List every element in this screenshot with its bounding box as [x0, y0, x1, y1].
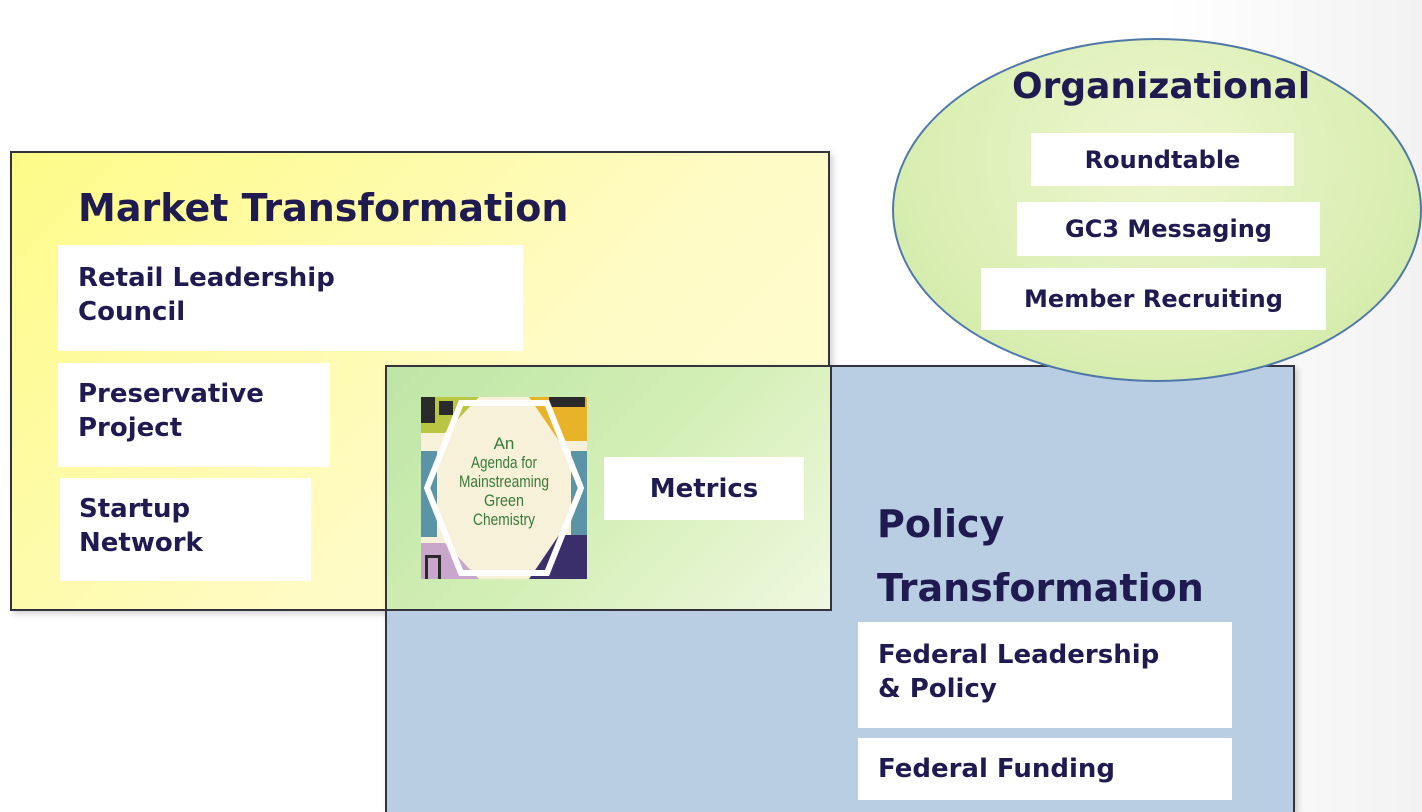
roundtable-label: Roundtable [1084, 145, 1241, 174]
member-recruiting-box: Member Recruiting [981, 268, 1326, 330]
federal-leadership-line-1: Federal Leadership [878, 640, 1160, 670]
retail-leadership-council-line-1: Retail Leadership [78, 263, 335, 293]
cover-title-line-4: Green [484, 491, 524, 510]
federal-leadership-policy-box: Federal Leadership & Policy [858, 622, 1232, 728]
federal-funding-box: Federal Funding [858, 738, 1232, 800]
cover-title-line-2: Agenda for [471, 453, 537, 472]
cover-purple-shape [529, 535, 587, 579]
roundtable-box: Roundtable [1031, 133, 1294, 186]
policy-title-line-2: Transformation [877, 566, 1204, 610]
gc3-messaging-box: GC3 Messaging [1017, 202, 1320, 256]
startup-network-line-2: Network [79, 528, 203, 558]
federal-leadership-line-2: & Policy [878, 674, 997, 704]
startup-network-box: Startup Network [60, 478, 311, 581]
member-recruiting-label: Member Recruiting [1024, 285, 1283, 313]
retail-leadership-council-box: Retail Leadership Council [58, 245, 523, 351]
preservative-project-line-2: Project [78, 413, 183, 443]
organizational-title: Organizational [1012, 66, 1311, 107]
cover-title-line-3: Mainstreaming [459, 472, 549, 491]
policy-title-line-1: Policy [877, 502, 1005, 546]
policy-transformation-title: Policy Transformation [877, 500, 1204, 612]
agenda-cover-image: An Agenda for Mainstreaming Green Chemis… [421, 397, 587, 579]
preservative-project-line-1: Preservative [78, 379, 264, 409]
metrics-box: Metrics [604, 457, 804, 520]
startup-network-line-1: Startup [79, 494, 191, 524]
cover-yellow-shape [529, 397, 587, 441]
federal-funding-label: Federal Funding [878, 754, 1116, 784]
retail-leadership-council-line-2: Council [78, 297, 186, 327]
metrics-label: Metrics [649, 473, 759, 504]
preservative-project-box: Preservative Project [58, 363, 330, 467]
market-transformation-title: Market Transformation [78, 186, 569, 230]
gc3-messaging-label: GC3 Messaging [1065, 215, 1272, 243]
cover-title-line-5: Chemistry [473, 510, 535, 529]
cover-title-line-1: An [494, 434, 515, 453]
